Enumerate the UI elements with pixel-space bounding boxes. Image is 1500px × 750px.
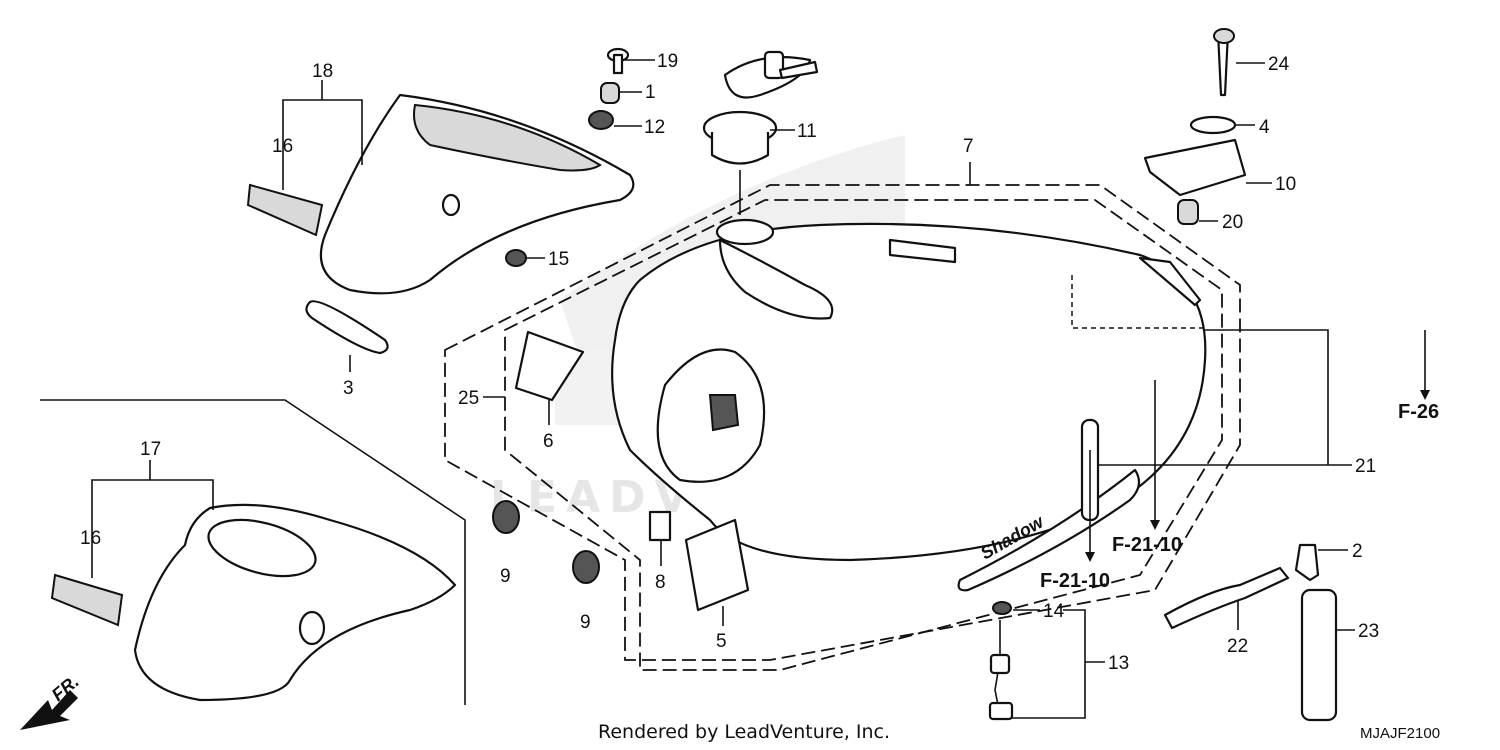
footer-credit: Rendered by LeadVenture, Inc. bbox=[598, 721, 890, 743]
callout-11: 11 bbox=[797, 121, 817, 142]
label-sticker-5 bbox=[684, 518, 750, 612]
ref-f2110-a: F-21-10 bbox=[1112, 534, 1182, 556]
grommet-15 bbox=[505, 249, 527, 267]
callout-7: 7 bbox=[963, 136, 974, 157]
callout-19: 19 bbox=[657, 51, 678, 72]
tee-joint-2 bbox=[1294, 543, 1320, 582]
rubber-pad-3 bbox=[305, 300, 389, 355]
meter-cover-lower bbox=[133, 503, 457, 702]
ref-f2110-b: F-21-10 bbox=[1040, 570, 1110, 592]
grommet-12 bbox=[588, 110, 614, 130]
washer-4 bbox=[1189, 115, 1237, 135]
callout-22: 22 bbox=[1227, 636, 1248, 657]
leader-18 bbox=[282, 80, 363, 190]
trim-strip-16a bbox=[246, 183, 324, 237]
leader-13 bbox=[1010, 609, 1105, 719]
label-sticker-8 bbox=[648, 510, 672, 542]
kit-outline-outer bbox=[444, 184, 1241, 661]
diagram-code: MJAJF2100 bbox=[1360, 725, 1440, 742]
callout-12: 12 bbox=[644, 117, 665, 138]
callout-17: 17 bbox=[140, 439, 161, 460]
hose-22 bbox=[1163, 566, 1290, 630]
callout-24: 24 bbox=[1268, 54, 1290, 75]
callout-21: 21 bbox=[1355, 456, 1376, 477]
callout-6: 6 bbox=[543, 431, 554, 452]
label-sticker-6 bbox=[514, 330, 585, 402]
callout-4: 4 bbox=[1259, 117, 1270, 138]
ref-f26: F-26 bbox=[1398, 401, 1439, 423]
grommet-9a bbox=[492, 500, 520, 534]
bolt-24-head bbox=[1213, 28, 1235, 44]
callout-9a: 9 bbox=[500, 566, 511, 587]
kit-outline-inner bbox=[504, 199, 1223, 671]
callout-18: 18 bbox=[312, 61, 333, 82]
front-direction-label: FR. bbox=[48, 671, 83, 705]
grommet-9b bbox=[572, 550, 600, 584]
callout-14: 14 bbox=[1043, 601, 1065, 622]
callout-9b: 9 bbox=[580, 612, 591, 633]
section-divider bbox=[40, 399, 466, 705]
fuel-sensor-13 bbox=[988, 601, 1014, 721]
collar-1 bbox=[600, 82, 620, 104]
callout-16b: 16 bbox=[80, 528, 101, 549]
leader-17 bbox=[91, 460, 214, 578]
fuel-tank bbox=[611, 218, 1207, 562]
front-arrow-icon bbox=[20, 690, 78, 730]
callout-8: 8 bbox=[655, 572, 666, 593]
leader-21 bbox=[1098, 329, 1352, 466]
collar-20 bbox=[1177, 199, 1199, 225]
callout-3: 3 bbox=[343, 378, 354, 399]
callout-23: 23 bbox=[1358, 621, 1379, 642]
fuel-cap-assembly bbox=[702, 50, 819, 165]
mount-bracket-10 bbox=[1143, 138, 1247, 197]
tube-23 bbox=[1300, 588, 1338, 722]
screw-19 bbox=[606, 47, 630, 75]
callout-13: 13 bbox=[1108, 653, 1129, 674]
callout-5: 5 bbox=[716, 631, 727, 652]
callout-25: 25 bbox=[458, 388, 479, 409]
callout-2: 2 bbox=[1352, 541, 1363, 562]
trim-strip-16b bbox=[50, 573, 124, 627]
callout-1: 1 bbox=[645, 82, 656, 103]
callout-20: 20 bbox=[1222, 212, 1243, 233]
callout-10: 10 bbox=[1275, 174, 1296, 195]
meter-visor-upper bbox=[319, 93, 635, 295]
callout-15: 15 bbox=[548, 249, 569, 270]
callout-16a: 16 bbox=[272, 136, 293, 157]
